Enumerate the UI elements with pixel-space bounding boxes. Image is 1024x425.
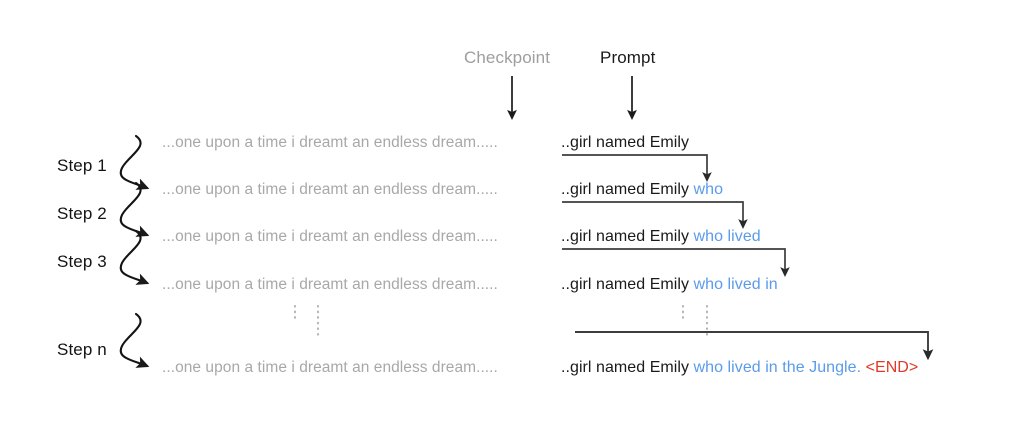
step-label-n: Step n [57,340,107,359]
prompt-generated-row-4: who lived in [689,276,778,293]
column-header-checkpoint: Checkpoint [464,48,551,67]
step-label-1: Step 1 [57,156,107,175]
step-label-2: Step 2 [57,204,107,223]
checkpoint-text-row-4: ...one upon a time i dreamt an endless d… [162,276,498,293]
step-arrow-3 [119,229,150,285]
feedback-connector-n [575,331,934,361]
prompt-seed-row-4: ..girl named Emily [561,276,690,293]
step-arrow-2 [119,181,150,237]
step-arrow-1 [119,134,150,190]
prompt-seed-row-1: ..girl named Emily [561,134,690,151]
end-token-row-n: <END> [861,359,919,376]
prompt-text-row-1: ..girl named Emily [561,134,689,152]
prompt-generated-row-2: who [689,181,724,198]
checkpoint-text-row-1: ...one upon a time i dreamt an endless d… [162,134,498,151]
checkpoint-text-row-n: ...one upon a time i dreamt an endless d… [162,359,498,376]
prompt-text-row-2: ..girl named Emily who [561,181,723,199]
prompt-generated-row-3: who lived [689,228,761,245]
checkpoint-text-row-3: ...one upon a time i dreamt an endless d… [162,228,498,245]
prompt-text-row-3: ..girl named Emily who lived [561,228,761,246]
prompt-text-row-4: ..girl named Emily who lived in [561,276,778,294]
feedback-connector-2 [562,201,748,230]
prompt-text-row-n: ..girl named Emily who lived in the Jung… [561,359,918,377]
prompt-generated-row-n: who lived in the Jungle. [689,359,862,376]
feedback-connector-1 [562,154,712,183]
step-arrow-n [119,312,150,368]
column-header-prompt: Prompt [600,48,656,67]
step-label-3: Step 3 [57,252,107,271]
checkpoint-text-row-2: ...one upon a time i dreamt an endless d… [162,181,498,198]
prompt-seed-row-3: ..girl named Emily [561,228,690,245]
prompt-seed-row-n: ..girl named Emily [561,359,690,376]
prompt-seed-row-2: ..girl named Emily [561,181,690,198]
feedback-connector-3 [562,248,790,278]
